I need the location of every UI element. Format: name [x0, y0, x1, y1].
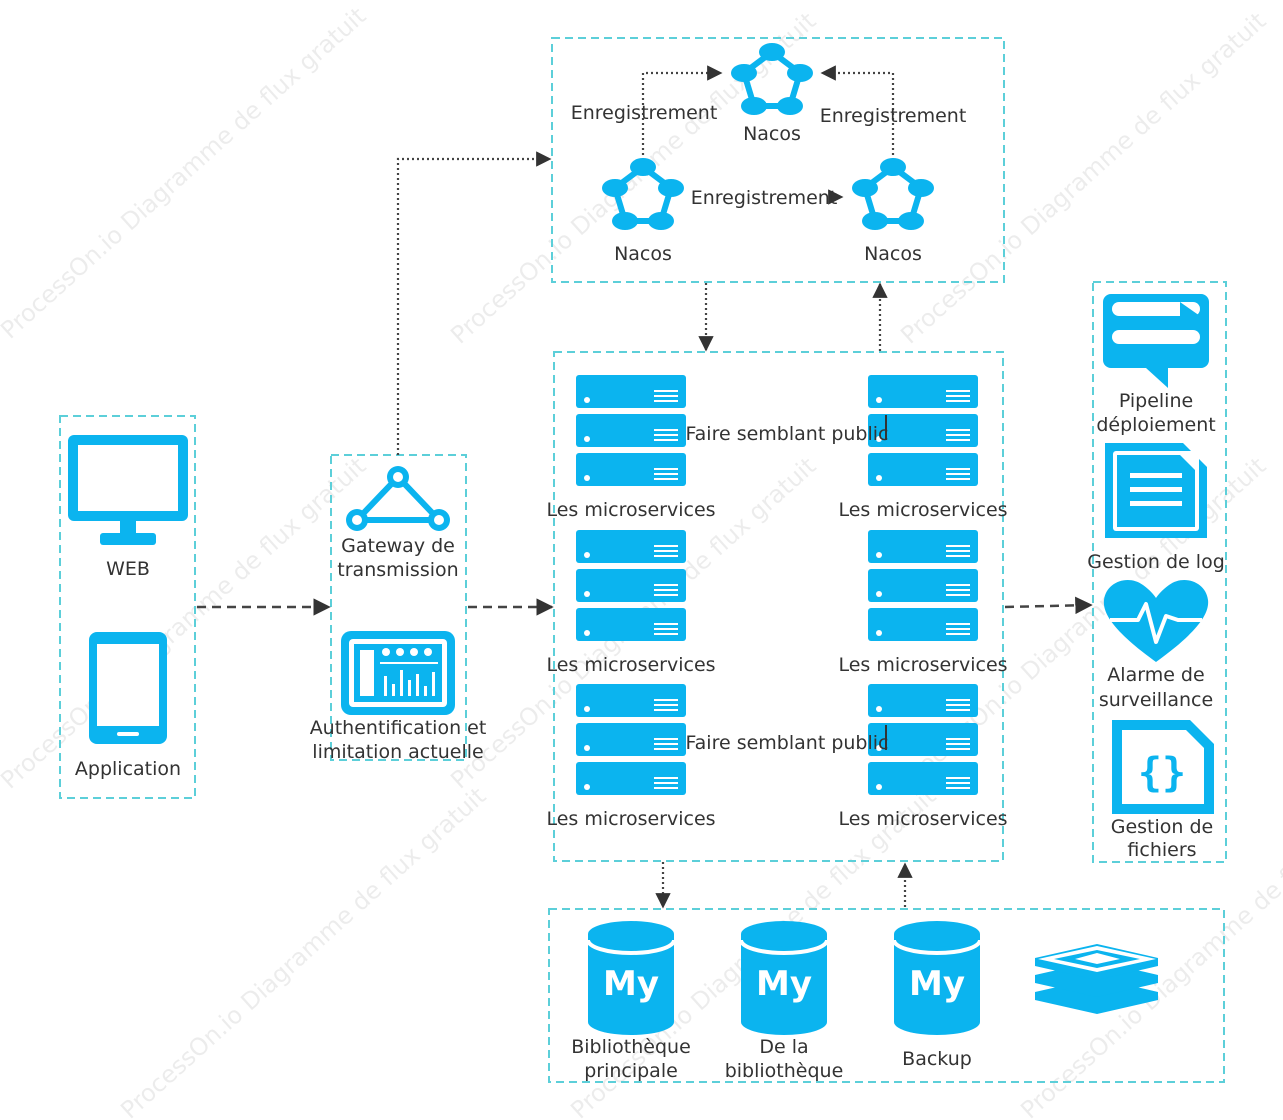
- server-icon: [576, 530, 686, 641]
- nacos-right: Nacos: [852, 158, 934, 265]
- microservice-label: Les microservices: [838, 654, 1007, 676]
- db-slave-label-line1: De la: [759, 1036, 808, 1058]
- server-icon: [576, 684, 686, 795]
- services-to-ops-arrow: [1004, 596, 1093, 615]
- redis-icon: [1035, 944, 1158, 1014]
- microservice-6: Les microservices: [838, 684, 1008, 830]
- microservice-3: Les microservices: [546, 530, 716, 676]
- gateway-to-registry-arrow: [396, 151, 552, 455]
- document-icon: [1105, 443, 1207, 538]
- register-right-arrow: [820, 65, 895, 160]
- db-backup-label: Backup: [902, 1048, 972, 1070]
- connectors: [197, 65, 1093, 909]
- database-group: [548, 908, 1225, 1083]
- nacos-left: Nacos: [602, 158, 684, 265]
- pipeline-icon: [1103, 294, 1209, 388]
- nacos-top-label: Nacos: [743, 123, 801, 145]
- microservice-4: Les microservices: [838, 530, 1008, 676]
- server-icon: [868, 530, 978, 641]
- nacos-left-label: Nacos: [614, 243, 672, 265]
- svg-text:{}: {}: [1138, 750, 1186, 796]
- feign-label-top: Faire semblant public: [685, 423, 888, 445]
- db-main: My Bibliothèque principale: [571, 919, 691, 1082]
- watermark: ProcessOn.io Diagramme de flux gratuit: [0, 2, 371, 345]
- heart-monitor-icon: [1103, 579, 1209, 662]
- mysql-logo-text: My: [756, 964, 812, 1004]
- register-label-left: Enregistrement: [571, 102, 718, 124]
- registry-group: [551, 37, 1005, 283]
- pipeline-label-line2: déploiement: [1096, 414, 1215, 436]
- application-label: Application: [75, 758, 181, 780]
- gateway-label-line1: Gateway de: [341, 535, 455, 557]
- ops-group: [1092, 281, 1227, 863]
- log-label: Gestion de log: [1087, 551, 1225, 573]
- code-file-icon: {}: [1112, 720, 1214, 814]
- auth-rate-limit: Authentification et limitation actuelle: [310, 631, 487, 763]
- nacos-right-label: Nacos: [864, 243, 922, 265]
- pipeline-label-line1: Pipeline: [1119, 390, 1193, 412]
- feign-label-bottom: Faire semblant public: [685, 732, 888, 754]
- mobile-phone-icon: [89, 632, 167, 744]
- mysql-logo-text: My: [603, 964, 659, 1004]
- server-icon: [576, 375, 686, 486]
- pipeline-deploy: Pipeline déploiement: [1096, 294, 1216, 436]
- alarm-label-line2: surveillance: [1099, 689, 1213, 711]
- microservice-1: Les microservices: [546, 375, 716, 521]
- db-backup: My Backup: [892, 919, 982, 1070]
- file-management: {} Gestion de fichiers: [1111, 720, 1214, 861]
- monitor-icon: [68, 435, 188, 545]
- gateway-transmission: Gateway de transmission: [337, 466, 459, 581]
- register-label-middle: Enregistrement: [691, 187, 838, 209]
- register-left-arrow: [641, 65, 723, 160]
- mysql-logo-text: My: [909, 964, 965, 1004]
- auth-label-line1: Authentification et: [310, 717, 487, 739]
- nacos-cluster-icon: [852, 158, 934, 230]
- microservice-label: Les microservices: [838, 499, 1007, 521]
- network-triangle-icon: [346, 466, 450, 531]
- app-client: Application: [75, 632, 181, 780]
- log-management: Gestion de log: [1087, 443, 1225, 573]
- db-slave: My De la bibliothèque: [725, 919, 844, 1082]
- alarm-label-line1: Alarme de: [1107, 664, 1204, 686]
- microservice-label: Les microservices: [546, 499, 715, 521]
- auth-label-line2: limitation actuelle: [312, 741, 483, 763]
- watermark: ProcessOn.io Diagramme de flux gratuit: [895, 7, 1271, 350]
- db-slave-label-line2: bibliothèque: [725, 1060, 844, 1082]
- microservice-label: Les microservices: [546, 654, 715, 676]
- files-label-line2: fichiers: [1127, 839, 1196, 861]
- microservice-5: Les microservices: [546, 684, 716, 830]
- nacos-top: Nacos: [731, 43, 813, 145]
- microservice-2: Les microservices: [838, 375, 1008, 521]
- files-label-line1: Gestion de: [1111, 816, 1214, 838]
- db-main-label-line2: principale: [584, 1060, 678, 1082]
- clients-group: [59, 415, 196, 799]
- dashboard-icon: [341, 631, 455, 715]
- register-label-right: Enregistrement: [820, 105, 967, 127]
- nacos-cluster-icon: [731, 43, 813, 115]
- gateway-label-line2: transmission: [337, 559, 458, 581]
- watermark: ProcessOn.io Diagramme de flux gratuit: [115, 782, 491, 1120]
- microservice-label: Les microservices: [546, 808, 715, 830]
- db-main-label-line1: Bibliothèque: [571, 1036, 691, 1058]
- microservice-label: Les microservices: [838, 808, 1007, 830]
- web-client: WEB: [68, 435, 188, 580]
- microservices-group: [553, 351, 1004, 862]
- monitoring-alarm: Alarme de surveillance: [1099, 579, 1213, 711]
- nacos-cluster-icon: [602, 158, 684, 230]
- web-label: WEB: [106, 558, 150, 580]
- redis-cache: [1035, 944, 1158, 1014]
